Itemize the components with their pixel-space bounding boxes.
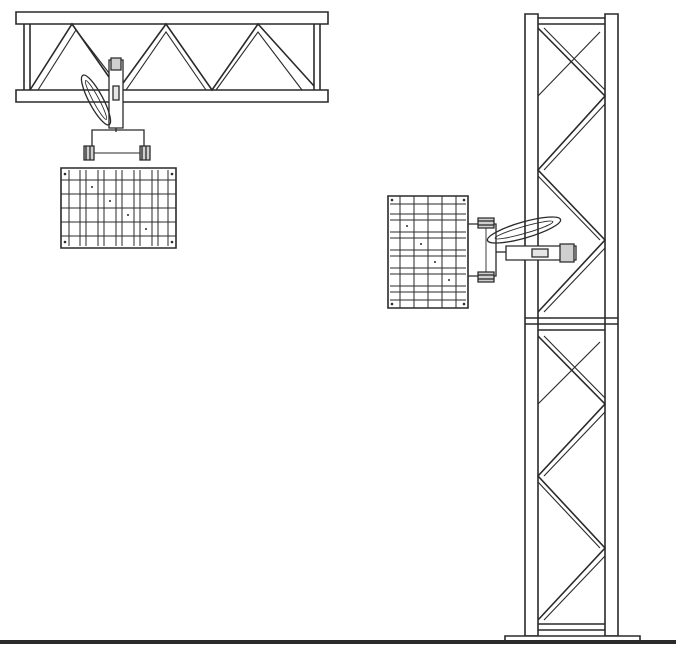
tower-upper-diagonals	[538, 28, 605, 312]
ground-line-stroke	[0, 640, 676, 644]
truss-diagonal	[30, 24, 314, 90]
fixture-yoke	[92, 128, 144, 150]
vertical-truss-tower	[505, 14, 640, 642]
truss-top-chord	[16, 12, 328, 24]
mounting-clamp	[485, 212, 576, 262]
clamp-handle	[77, 72, 116, 128]
yoke-arm	[468, 224, 496, 276]
truss-diagonal	[126, 32, 206, 90]
fixture-screws	[390, 198, 466, 306]
clamp-bolt	[532, 249, 548, 257]
fixture-body	[388, 196, 468, 308]
yoke-knob-left	[84, 146, 94, 160]
clamp-handle-inner	[494, 218, 554, 241]
truss-diagonal	[38, 30, 122, 90]
clamp-handle	[485, 212, 562, 248]
clamp-jaw	[111, 58, 121, 70]
truss-bottom-chord	[16, 90, 328, 102]
yoke-knob-bottom	[478, 272, 494, 282]
fixture-led-grid	[390, 196, 466, 308]
clamp-handle-inner	[83, 79, 109, 121]
yoke-knob-right	[140, 146, 150, 160]
truss-diagonal	[216, 32, 302, 90]
side-mounted-light-fixture	[388, 196, 576, 308]
tower-left-chord	[525, 14, 538, 636]
horizontal-truss	[16, 12, 328, 102]
yoke-knob-top	[478, 218, 494, 228]
clamp-jaw	[560, 244, 574, 262]
mounting-clamp	[77, 58, 123, 128]
ground-line	[0, 640, 676, 644]
fixture-body	[61, 168, 176, 248]
fixture-led-grid	[61, 170, 176, 246]
hanging-light-fixture	[61, 58, 176, 248]
tower-lower-diagonals	[538, 336, 605, 620]
clamp-bolt	[113, 86, 119, 100]
fixture-screws	[63, 172, 174, 244]
truss-diagonals	[30, 24, 314, 90]
tower-right-chord	[605, 14, 618, 636]
fixture-yoke	[468, 224, 506, 276]
yoke-arm	[92, 130, 144, 150]
